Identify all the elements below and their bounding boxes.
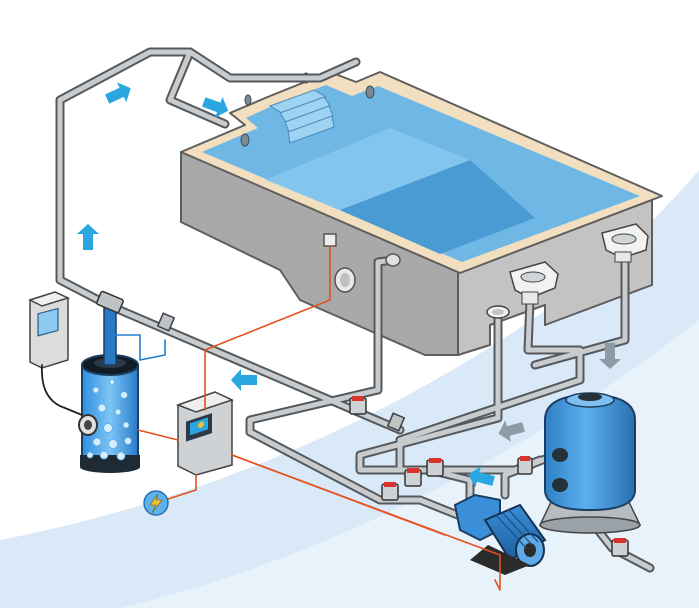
pool-floor-slope bbox=[340, 160, 535, 254]
valve-group bbox=[349, 396, 629, 557]
sand-filter bbox=[538, 392, 642, 534]
pool-steps bbox=[268, 89, 335, 144]
reactor-control-unit bbox=[28, 291, 71, 369]
valve-icon bbox=[404, 468, 422, 487]
pipe-network bbox=[55, 47, 655, 573]
flow-arrow-icon bbox=[102, 78, 136, 110]
lightning-bolt-icon bbox=[149, 493, 163, 514]
circulation-pump bbox=[453, 493, 547, 575]
valve-icon bbox=[381, 482, 399, 501]
pool-light bbox=[334, 267, 356, 293]
reactor-junction bbox=[96, 290, 124, 314]
skimmer bbox=[601, 223, 649, 263]
skimmer bbox=[509, 261, 559, 305]
flow-arrow-icon bbox=[231, 369, 257, 391]
valve-icon bbox=[426, 458, 444, 477]
power-supply bbox=[143, 490, 169, 516]
pool-floor-shallow bbox=[265, 128, 470, 210]
valve-icon bbox=[611, 538, 629, 557]
dosing-reactor bbox=[78, 304, 140, 473]
ground-band-inner bbox=[120, 320, 699, 608]
return-inlet bbox=[385, 253, 401, 267]
wiring bbox=[41, 245, 501, 591]
floor-inlet bbox=[486, 305, 510, 319]
flow-arrow-icon bbox=[77, 224, 99, 250]
junction-box bbox=[323, 233, 337, 247]
valve-icon bbox=[517, 456, 533, 475]
valve-icon bbox=[349, 396, 367, 415]
